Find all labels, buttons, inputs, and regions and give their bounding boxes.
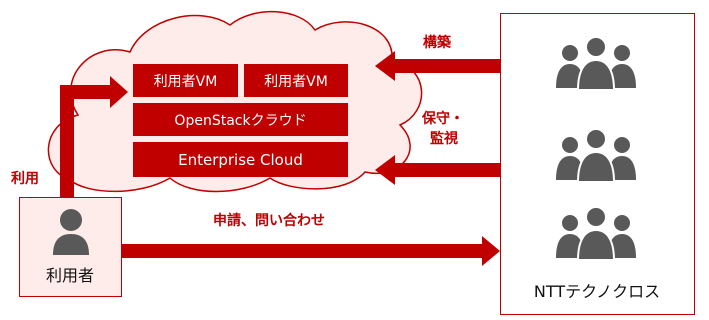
people-group-icon <box>556 206 636 260</box>
maintenance-label-line2: 監視 <box>430 131 458 147</box>
enterprise-cloud-box: Enterprise Cloud <box>133 142 348 177</box>
vm-box-2-label: 利用者VM <box>264 73 328 90</box>
user-box: 利用者 <box>19 197 122 297</box>
people-group-icon <box>556 128 636 182</box>
openstack-label: OpenStackクラウド <box>174 112 307 129</box>
ntt-label: NTTテクノクロス <box>533 282 661 301</box>
use-arrow-horizontal <box>60 85 110 99</box>
vm-box-1-label: 利用者VM <box>153 73 218 90</box>
use-arrow-vertical <box>60 85 74 198</box>
use-arrow-head <box>110 76 128 108</box>
ntt-technocross-box: NTTテクノクロス <box>500 13 695 315</box>
apply-arrow-shaft <box>122 244 482 258</box>
user-label: 利用者 <box>45 266 94 285</box>
build-arrow-head <box>375 51 395 81</box>
vm-box-2: 利用者VM <box>244 64 348 97</box>
build-label: 構築 <box>423 35 451 51</box>
user-person-icon <box>53 209 89 255</box>
apply-arrow-head <box>482 236 500 266</box>
vm-box-1: 利用者VM <box>133 64 238 97</box>
use-label: 利用 <box>11 171 39 187</box>
maintenance-arrow-head <box>375 155 395 185</box>
people-group-icon <box>556 36 636 90</box>
enterprise-cloud-label: Enterprise Cloud <box>178 150 303 169</box>
build-arrow-shaft <box>395 59 501 73</box>
maintenance-arrow-shaft <box>395 163 501 177</box>
apply-label: 申請、問い合わせ <box>213 213 325 229</box>
maintenance-label-line1: 保守・ <box>422 111 464 127</box>
openstack-box: OpenStackクラウド <box>133 103 348 136</box>
